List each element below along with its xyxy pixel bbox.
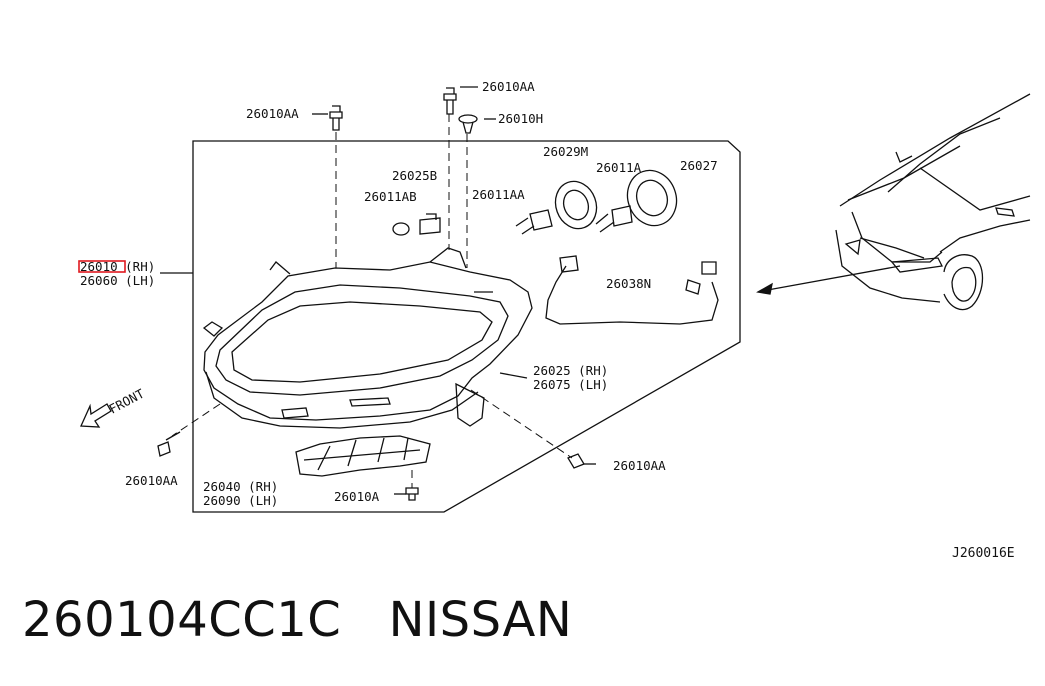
callout-harness: 26038N <box>606 276 651 291</box>
cap-26027 <box>626 169 678 227</box>
lower-bracket <box>295 435 431 477</box>
bolt-bottom <box>394 487 419 501</box>
callout-bolt-lower-left: 26010AA <box>125 473 178 488</box>
callout-bulb-aa: 26011AA <box>472 187 525 202</box>
callout-lens-rh: 26025 (RH) <box>533 363 608 378</box>
bulb-26025b <box>392 213 441 236</box>
callout-bulb-ab: 26011AB <box>364 189 417 204</box>
bulb-26011a <box>595 205 633 233</box>
callout-bracket-lh: 26090 (LH) <box>203 493 278 508</box>
title-gap <box>341 592 388 648</box>
bolt-right <box>567 453 596 469</box>
callout-bolt-bottom: 26010A <box>334 489 380 504</box>
harness-26038n <box>545 255 719 325</box>
brand-name: NISSAN <box>388 592 573 648</box>
vehicle-outline <box>835 93 1031 311</box>
callout-assembly-lh: 26060 (LH) <box>80 273 155 288</box>
part-title: 260104CC1C NISSAN <box>22 592 572 648</box>
bulb-26011aa <box>515 209 553 235</box>
front-label: FRONT <box>106 386 147 417</box>
front-arrow-icon <box>80 403 112 428</box>
assembly-frame <box>192 140 741 513</box>
bolt-top-center <box>443 87 457 115</box>
cap-26029m <box>554 180 598 230</box>
drawing-code: J260016E <box>952 546 1015 561</box>
clip <box>458 114 478 134</box>
highlight-box <box>78 260 126 273</box>
bolt-lower-left <box>157 431 181 457</box>
callout-cap: 26027 <box>680 158 718 173</box>
callout-bolt-top-left: 26010AA <box>246 106 299 121</box>
callout-bolt-right: 26010AA <box>613 458 666 473</box>
part-number: 260104CC1C <box>22 592 342 648</box>
vehicle-pointer <box>761 265 901 292</box>
callout-assembly-rh: 26010 (RH) <box>80 259 155 274</box>
bolt-top-left <box>329 105 343 131</box>
callout-bulb-a: 26011A <box>596 160 642 175</box>
callout-bolt-top-center: 26010AA <box>482 79 535 94</box>
callout-socket-b: 26025B <box>392 168 437 183</box>
headlamp-housing <box>202 247 533 429</box>
callout-bracket-rh: 26040 (RH) <box>203 479 278 494</box>
callout-cap-m: 26029M <box>543 144 588 159</box>
callout-lens-lh: 26075 (LH) <box>533 377 608 392</box>
callout-clip: 26010H <box>498 111 543 126</box>
